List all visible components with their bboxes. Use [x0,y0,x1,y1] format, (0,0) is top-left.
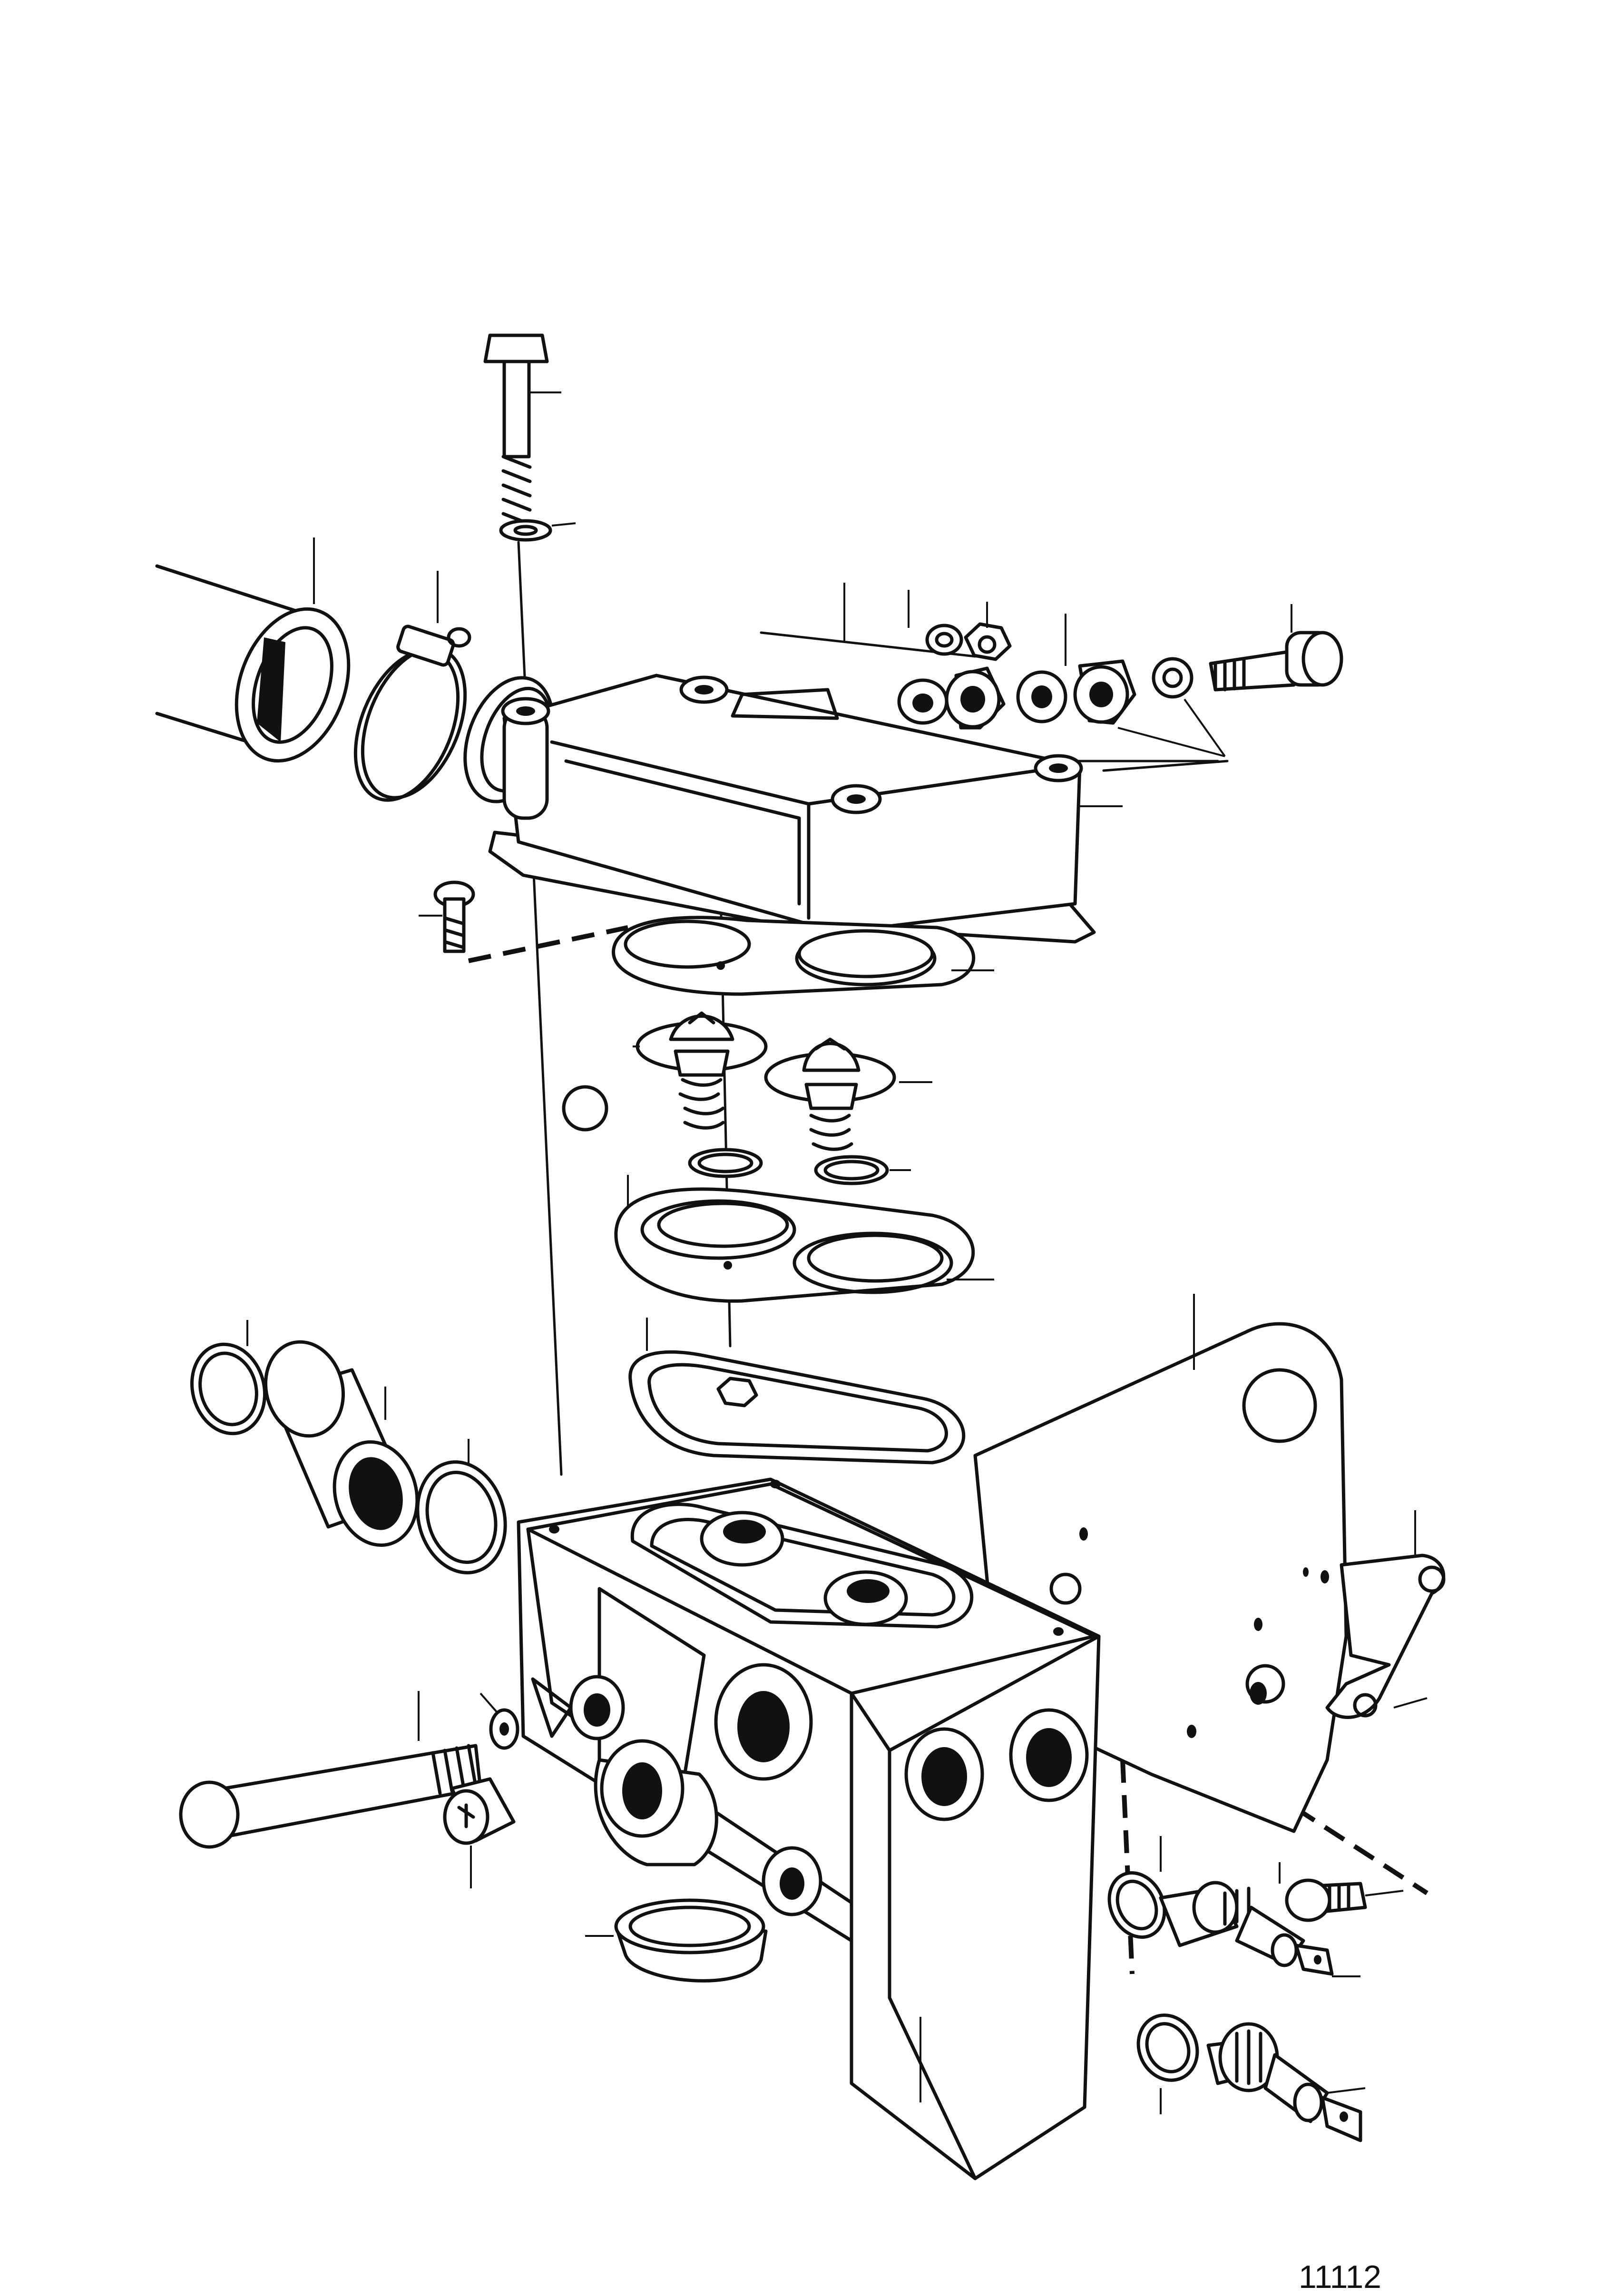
bracket-stay-icon [1325,1510,1446,1719]
thermostat-housing-icon [517,1477,1101,2180]
lock-washer-icon [499,519,576,542]
o-ring-icon [190,1320,267,1436]
gasket-icon [612,916,994,996]
long-bolt-icon [179,1691,482,1849]
o-ring-icon [416,1439,507,1574]
sealing-washer-icon [1107,1836,1166,1939]
socket-cap-screw-icon [1209,604,1343,692]
o-ring-icon [562,1085,608,1132]
sealing-washer-icon [1136,2013,1199,2114]
temperature-sensor-icon [1206,2022,1366,2142]
connection-sleeve-icon [264,1340,419,1547]
washer-icon [479,1692,519,1750]
gasket-icon [614,1175,994,1303]
hex-bolt-icon [483,333,561,526]
seal-ring-icon [585,1898,768,1983]
thermostat-icon [633,1011,932,1151]
bushing-icon [843,583,963,725]
gasket-icon [628,1318,966,1465]
thermostat-housing-cover-icon [463,674,1123,944]
hex-nut-icon [964,602,1012,661]
hose-clamp-icon [353,571,471,802]
coolant-pipe-icon [155,537,351,763]
plug-icon [443,1777,516,1888]
temperature-sender-icon [1159,1881,1360,1977]
screw-icon [1279,1862,1404,1922]
screw-icon [419,880,475,953]
spacer-sleeve-icon [945,614,1226,757]
figure-number: 11112 [1299,2259,1381,2295]
seal-ring-icon [688,1148,911,1185]
